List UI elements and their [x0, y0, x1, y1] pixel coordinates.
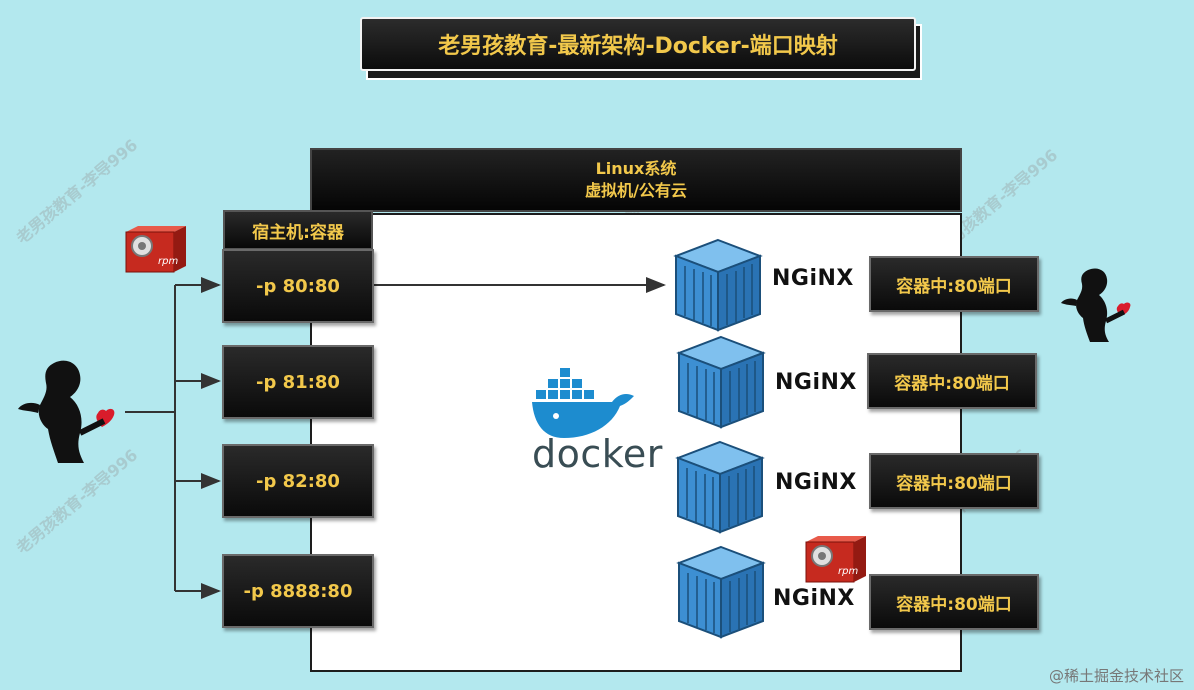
container-port-1: 容器中:80端口 [869, 256, 1039, 312]
port-mapping-8888: -p 8888:80 [222, 554, 374, 628]
container-port-label: 容器中:80端口 [894, 373, 1010, 394]
container-port-label: 容器中:80端口 [896, 594, 1012, 615]
container-cube-icon [676, 545, 766, 639]
port-mapping-81: -p 81:80 [222, 345, 374, 419]
container-port-2: 容器中:80端口 [867, 353, 1037, 409]
credit-text: @稀土掘金技术社区 [1048, 667, 1184, 685]
port-mapping-80: -p 80:80 [222, 249, 374, 323]
container-port-label: 容器中:80端口 [896, 473, 1012, 494]
port-mapping-label: -p 82:80 [256, 470, 340, 492]
port-mapping-label: -p 80:80 [256, 275, 340, 297]
container-port-3: 容器中:80端口 [869, 453, 1039, 509]
container-cube-icon [675, 440, 765, 534]
container-cube-icon [676, 335, 766, 429]
port-mapping-82: -p 82:80 [222, 444, 374, 518]
container-port-4: 容器中:80端口 [869, 574, 1039, 630]
user-silhouette-icon [1061, 268, 1131, 342]
host-container-label: 宿主机:容器 [223, 210, 373, 250]
rpm-package-icon: rpm [805, 536, 866, 583]
diagram-title: 老男孩教育-最新架构-Docker-端口映射 [360, 17, 916, 71]
rpm-package-icon: rpm [125, 226, 186, 273]
nginx-logo: NGiNX [775, 470, 857, 495]
rpm-label: rpm [158, 256, 178, 267]
nginx-logo: NGiNX [775, 370, 857, 395]
port-mapping-label: -p 8888:80 [243, 580, 353, 602]
linux-system-label: Linux系统 [595, 159, 677, 178]
rpm-label: rpm [838, 566, 858, 577]
nginx-logo: NGiNX [773, 586, 855, 611]
user-silhouette-icon [18, 360, 115, 463]
nginx-logo: NGiNX [772, 266, 854, 291]
container-cube-icon [673, 238, 763, 332]
port-mapping-label: -p 81:80 [256, 371, 340, 393]
linux-system-sublabel: 虚拟机/公有云 [585, 181, 687, 200]
linux-system-area [310, 213, 962, 672]
container-port-label: 容器中:80端口 [896, 276, 1012, 297]
docker-logo-text: docker [532, 432, 663, 476]
docker-whale-icon [532, 368, 634, 438]
linux-system-header: Linux系统 虚拟机/公有云 [310, 148, 962, 212]
